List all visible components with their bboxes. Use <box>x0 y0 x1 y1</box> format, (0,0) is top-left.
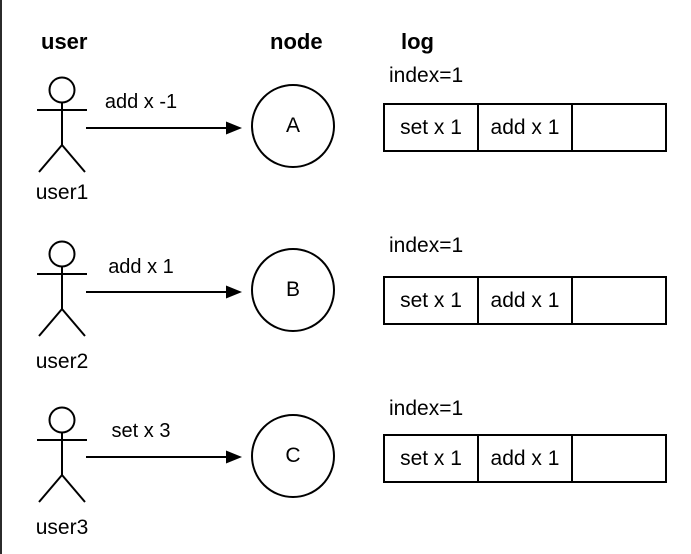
log-index-label: index=1 <box>389 397 464 420</box>
actor-name-label: user2 <box>35 350 89 373</box>
node-label: B <box>285 278 300 301</box>
actor-name-label: user1 <box>35 181 89 204</box>
log-index-label: index=1 <box>389 234 464 257</box>
message-label: set x 3 <box>111 420 171 442</box>
log-cell: add x 1 <box>477 103 573 152</box>
log-cell: add x 1 <box>477 434 573 483</box>
actor-icon <box>36 240 88 338</box>
column-header-user: user <box>41 29 88 54</box>
log-cell-empty <box>571 434 667 483</box>
column-header-log: log <box>401 29 434 54</box>
actor-name-label: user3 <box>35 516 89 539</box>
log-cell: add x 1 <box>477 276 573 325</box>
arrow-icon <box>86 280 244 304</box>
message-label: add x -1 <box>104 91 178 113</box>
column-header-node: node <box>270 29 323 54</box>
log-table: set x 1 add x 1 <box>383 434 667 483</box>
log-cell: set x 1 <box>383 434 479 483</box>
log-cell: set x 1 <box>383 103 479 152</box>
log-index-label: index=1 <box>389 64 464 87</box>
node-circle: C <box>251 414 335 498</box>
node-circle: A <box>251 84 335 168</box>
message-label: add x 1 <box>108 256 174 278</box>
arrow-icon <box>86 445 244 469</box>
log-table: set x 1 add x 1 <box>383 103 667 152</box>
log-cell: set x 1 <box>383 276 479 325</box>
log-table: set x 1 add x 1 <box>383 276 667 325</box>
log-cell-empty <box>571 276 667 325</box>
node-label: A <box>285 114 300 137</box>
actor-icon <box>36 406 88 504</box>
node-circle: B <box>251 248 335 332</box>
log-cell-empty <box>571 103 667 152</box>
canvas-left-border <box>0 0 2 554</box>
actor-icon <box>36 76 88 174</box>
arrow-icon <box>86 116 244 140</box>
node-label: C <box>285 444 301 467</box>
